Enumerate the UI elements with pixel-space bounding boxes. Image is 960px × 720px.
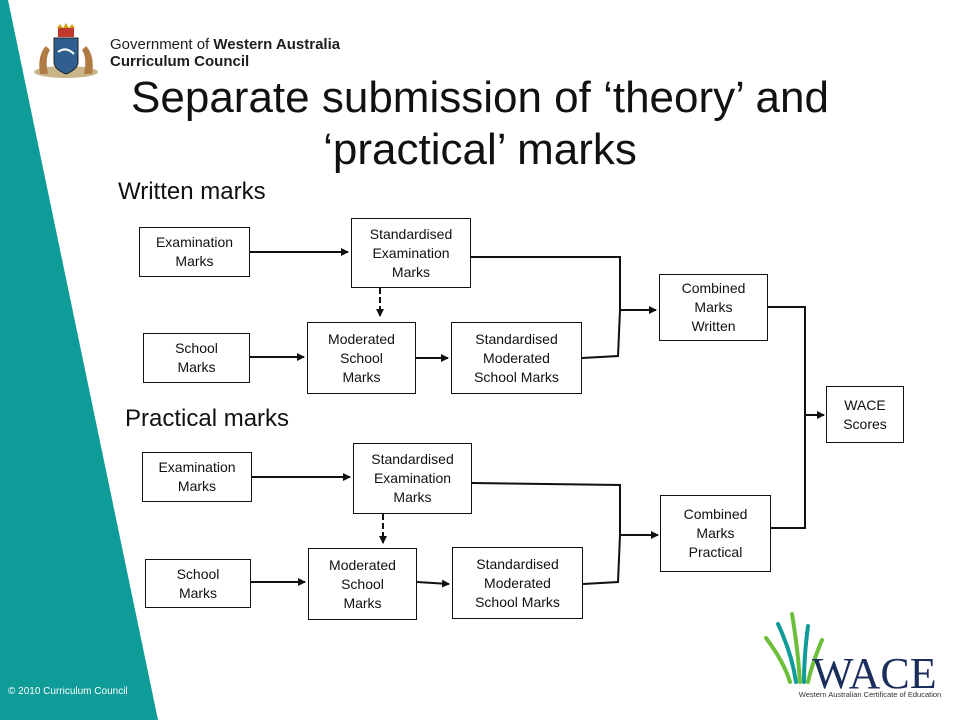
wace-leaves-icon xyxy=(764,612,824,684)
wace-logo-text: WACE xyxy=(812,649,937,698)
copyright-text: © 2010 Curriculum Council xyxy=(8,686,128,697)
slide-title: Separate submission of ‘theory’ and ‘pra… xyxy=(60,72,900,176)
wace-logo: WACE xyxy=(764,612,937,698)
wace-tagline: Western Australian Certificate of Educat… xyxy=(798,690,942,699)
line-combined-written-to-wace xyxy=(768,306,806,415)
council-heading: Curriculum Council xyxy=(110,53,250,70)
arrow-practical-moderated-to-std xyxy=(416,579,450,588)
written-marks-label: Written marks xyxy=(118,178,266,205)
line-written-std-exam-to-join xyxy=(471,256,621,310)
practical-marks-label: Practical marks xyxy=(125,405,290,432)
government-heading: Government of Western Australia xyxy=(110,36,341,53)
line-practical-std-moderated-to-join xyxy=(582,534,621,585)
crest-icon xyxy=(34,23,98,78)
slide-title-line-2: ‘practical’ marks xyxy=(323,125,637,174)
line-combined-practical-to-wace xyxy=(771,415,806,529)
line-practical-std-exam-to-join xyxy=(471,482,621,535)
slide-title-line-1: Separate submission of ‘theory’ and xyxy=(131,73,829,122)
line-written-std-moderated-to-join xyxy=(581,309,621,359)
